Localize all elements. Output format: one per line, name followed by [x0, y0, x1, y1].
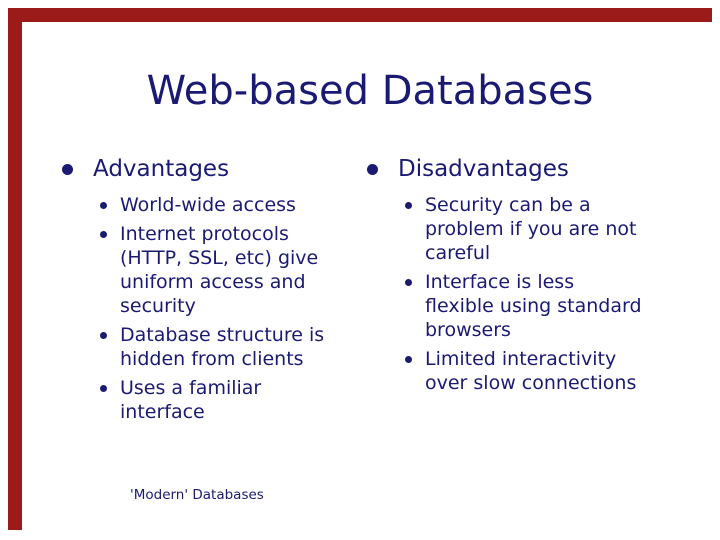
bullet-icon: [100, 385, 107, 392]
list-item: Internet protocols (HTTP, SSL, etc) give…: [100, 222, 360, 318]
list-item-text: Interface is less flexible using standar…: [425, 271, 642, 341]
bullet-icon: [405, 202, 412, 209]
bullet-icon: [405, 356, 412, 363]
bullet-icon: [405, 279, 412, 286]
left-accent-bar: [8, 8, 22, 530]
column-heading: Disadvantages: [398, 156, 569, 182]
list-item: Security can be a problem if you are not…: [405, 193, 700, 265]
top-accent-bar: [8, 8, 712, 22]
advantages-list: World-wide access Internet protocols (HT…: [100, 193, 360, 429]
slide-title: Web-based Databases: [146, 68, 594, 114]
list-item: World-wide access: [100, 193, 360, 217]
list-item-text: Uses a familiar interface: [120, 377, 262, 423]
list-item-text: Internet protocols (HTTP, SSL, etc) give…: [120, 223, 319, 317]
list-item-text: Database structure is hidden from client…: [120, 324, 325, 370]
list-item: Limited interactivity over slow connecti…: [405, 347, 700, 395]
disadvantages-heading-row: Disadvantages: [360, 154, 700, 184]
advantages-heading-row: Advantages: [55, 154, 360, 184]
bullet-icon: [100, 332, 107, 339]
column-heading: Advantages: [93, 156, 230, 182]
list-item-text: Limited interactivity over slow connecti…: [425, 348, 637, 394]
slide-footer: 'Modern' Databases: [130, 487, 264, 503]
advantages-column: Advantages World-wide access Internet pr…: [55, 154, 360, 429]
bullet-icon: [100, 202, 107, 209]
bullet-icon: [100, 231, 107, 238]
content-columns: Advantages World-wide access Internet pr…: [55, 154, 700, 429]
list-item-text: Security can be a problem if you are not…: [425, 194, 637, 264]
disadvantages-list: Security can be a problem if you are not…: [405, 193, 700, 400]
list-item: Database structure is hidden from client…: [100, 323, 360, 371]
list-item: Uses a familiar interface: [100, 376, 360, 424]
bullet-icon: [62, 164, 73, 175]
disadvantages-column: Disadvantages Security can be a problem …: [360, 154, 700, 429]
list-item: Interface is less flexible using standar…: [405, 270, 700, 342]
bullet-icon: [367, 164, 378, 175]
list-item-text: World-wide access: [120, 194, 296, 216]
